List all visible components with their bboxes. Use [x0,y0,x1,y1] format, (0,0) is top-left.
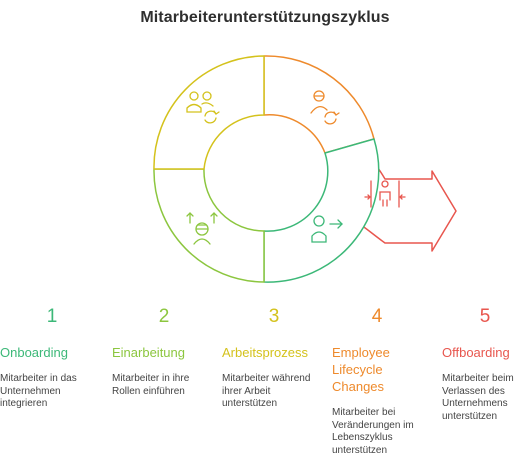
cycle-diagram [153,55,457,283]
worker-growth-icon [186,212,218,245]
step-title: Arbeitsprozess [222,345,308,360]
ring-segment-training [153,168,265,283]
step-einarbeitung: 2 Einarbeitung Mitarbeiter in ihre Rolle… [112,306,216,398]
person-arrow-icon [311,215,343,243]
person-refresh-icon [310,90,340,125]
step-number: 5 [479,306,491,327]
step-description: Mitarbeiter in das Unternehmen integrier… [0,373,77,409]
ring-segment-lifecycle [263,55,375,154]
step-number: 2 [158,306,170,327]
step-number: 1 [46,306,58,327]
step-description: Mitarbeiter bei Veränderungen im Lebensz… [332,407,414,456]
step-number: 4 [371,306,383,327]
step-arbeitsprozess: 3 Arbeitsprozess Mitarbeiter während ihr… [222,306,326,411]
ring-segment-onboarding [153,55,265,170]
diagram-title: Mitarbeiterunterstützungszyklus [140,9,390,26]
step-lifecycle-changes: 4 Employee Lifecycle Changes Mitarbeiter… [332,306,422,457]
step-description: Mitarbeiter beim Verlassen des Unternehm… [442,373,514,422]
step-description: Mitarbeiter in ihre Rollen einführen [112,373,190,397]
people-cycle-icon [186,91,220,124]
step-title: Einarbeitung [112,345,185,360]
step-title: Offboarding [442,345,510,360]
step-onboarding: 1 Onboarding Mitarbeiter in das Unterneh… [0,306,104,411]
step-description: Mitarbeiter während ihrer Arbeit unterst… [222,373,311,409]
ring-segment-process [263,138,380,283]
step-number: 3 [268,306,280,327]
step-title: Onboarding [0,345,68,360]
step-offboarding: 5 Offboarding Mitarbeiter beim Verlassen… [442,306,528,423]
step-title: Employee Lifecycle Changes [332,345,390,394]
person-exit-icon [364,180,406,208]
